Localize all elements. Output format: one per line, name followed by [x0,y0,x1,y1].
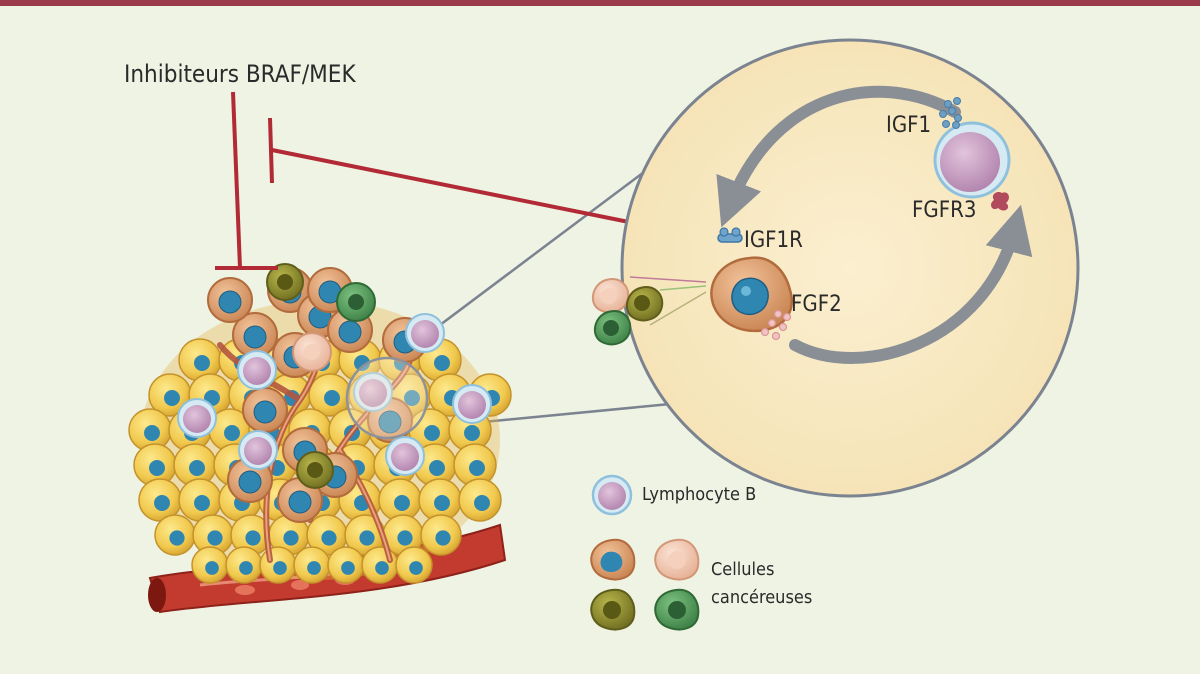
tumor-b-lymphocyte [353,372,393,412]
tumor-yellow-cell [395,546,433,584]
cancer-cell-cluster [591,278,664,346]
legend-lymphocyte-label: Lymphocyte B [642,484,757,505]
paracrine-arrows [629,276,707,326]
tumor-cancer-cell [242,387,288,433]
fgf2-label: FGF2 [791,292,842,317]
tumor-cancer-cell-peach [292,332,332,372]
tumor-b-lymphocyte [405,313,445,353]
tumor-yellow-cell [420,514,462,556]
tumor-yellow-cell [230,514,272,556]
tumor-b-lymphocyte [385,436,425,476]
tumor-yellow-cell [178,478,222,522]
legend-cancer-green-icon [654,588,700,631]
tumor-cancer-cell-olive [296,451,334,489]
arrow-igf1-to-igf1r [716,85,961,228]
tumor-yellow-cell [361,546,399,584]
legend-cancer-olive-icon [590,588,636,631]
legend-cancer-orange-icon [590,538,636,581]
tumor-mass [128,263,512,584]
fgfr3-receptor [991,191,1009,211]
tumor-cancer-cell-green [336,282,376,322]
tumor-yellow-cell [344,514,386,556]
top-border [0,0,1200,6]
legend-cancer-label-line2: cancéreuses [711,587,813,608]
tumor-cancer-cell-olive [266,263,304,301]
tumor-yellow-cell [453,443,497,487]
tumor-b-lymphocyte [177,398,217,438]
tumor-cancer-cell [277,477,323,523]
zoom-connector-upper [399,159,661,356]
igf1r-label: IGF1R [744,228,803,253]
tumor-cancer-cell [207,277,253,323]
tumor-yellow-cell [327,546,365,584]
tumor-b-lymphocyte [238,430,278,470]
b-lymphocyte-zoomed [933,121,1011,199]
tumor-yellow-cell [259,546,297,584]
cancer-cell-zoomed [710,256,793,333]
tumor-b-lymphocyte [237,350,277,390]
tumor-yellow-cell [225,546,263,584]
tumor-b-lymphocyte [452,384,492,424]
legend-lymphocyte-icon [591,474,633,516]
igf1-label: IGF1 [886,113,932,138]
zoom-focus-circle [345,356,429,440]
tumor-yellow-cell [458,478,502,522]
legend-cancer-peach-icon [654,538,700,581]
igf1r-receptor [717,227,743,243]
igf1-molecules [939,97,962,129]
inhibitor-label: Inhibiteurs BRAF/MEK [124,60,356,88]
tumor-yellow-cell [191,546,229,584]
fgfr3-label: FGFR3 [912,198,977,223]
legend-cancer-label-line1: Cellules [711,559,775,580]
legend-icons [590,474,700,631]
arrow-fgf2-to-fgfr3 [789,204,1033,364]
tumor-yellow-cell [192,514,234,556]
tumor-yellow-cell [148,373,192,417]
tumor-yellow-cell [293,546,331,584]
zoom-circle [620,38,1080,498]
tumor-yellow-cell [154,514,196,556]
fgf2-molecules [760,309,792,341]
tumor-yellow-cell [173,443,217,487]
